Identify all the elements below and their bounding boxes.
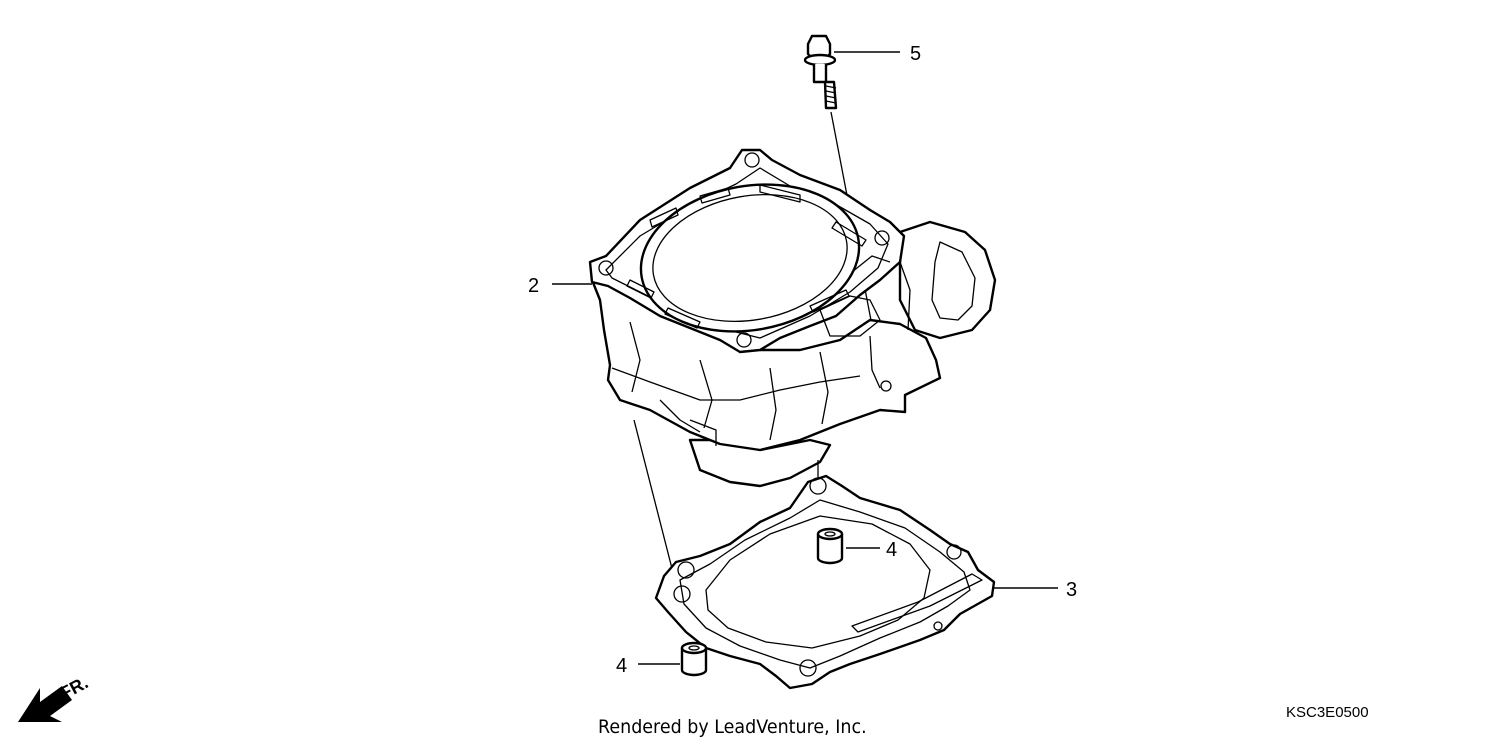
flange-bolt[interactable] (803, 34, 838, 110)
callout-gasket: 3 (1066, 579, 1077, 601)
diagram-code: KSC3E0500 (1286, 704, 1369, 721)
dowel-pin-lower[interactable] (680, 641, 708, 677)
callout-bolt: 5 (910, 43, 921, 65)
dowel-alignment-line-left (633, 419, 679, 593)
dowel-pin-upper[interactable] (816, 527, 844, 565)
front-direction-arrow-icon (18, 686, 72, 722)
callout-cylinder: 2 (528, 275, 539, 297)
render-credit: Rendered by LeadVenture, Inc. (598, 716, 867, 738)
cylinder-base-gasket[interactable] (654, 474, 996, 690)
callout-dowel-upper: 4 (886, 539, 897, 561)
callout-dowel-lower: 4 (616, 655, 627, 677)
cylinder[interactable] (588, 148, 997, 488)
